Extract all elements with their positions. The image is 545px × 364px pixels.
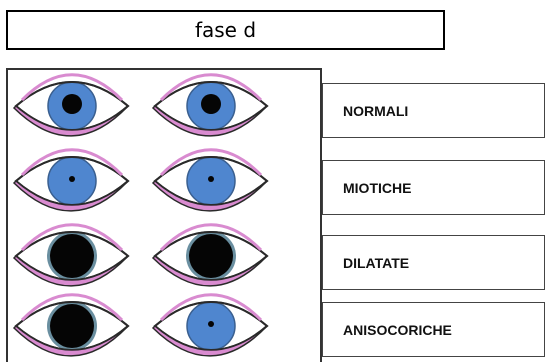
- eye-row3-left: [14, 295, 128, 356]
- eye-row3-left-iris-group: [47, 301, 97, 351]
- label-miotiche-text: MIOTICHE: [343, 180, 411, 196]
- eye-row1-right: [153, 150, 267, 211]
- title-box: fase d: [6, 10, 445, 50]
- eye-row2-left: [14, 225, 128, 286]
- label-anisocoriche: ANISOCORICHE: [322, 302, 545, 357]
- label-anisocoriche-text: ANISOCORICHE: [343, 322, 452, 338]
- eye-row0-left: [14, 75, 128, 136]
- eye-panel: [6, 68, 322, 362]
- eye-row3-right-iris-group: [187, 302, 235, 350]
- label-normali-text: NORMALI: [343, 103, 408, 119]
- eye-row0-right-iris-group: [187, 82, 235, 130]
- eye-row2-right-iris-group: [186, 231, 236, 281]
- eye-row3-right-pupil: [208, 321, 214, 327]
- eyes-illustration: [8, 70, 324, 364]
- eye-row2-left-pupil: [50, 234, 94, 278]
- label-dilatate: DILATATE: [322, 235, 545, 290]
- eye-row0-right: [153, 75, 267, 136]
- eye-row2-right-pupil: [189, 234, 233, 278]
- label-normali: NORMALI: [322, 83, 545, 138]
- eye-row1-left-iris-group: [48, 157, 96, 205]
- label-miotiche: MIOTICHE: [322, 160, 545, 215]
- eye-row0-right-pupil: [201, 94, 221, 114]
- eye-row1-left: [14, 150, 128, 211]
- eye-row2-left-iris-group: [47, 231, 97, 281]
- eye-row1-right-pupil: [208, 176, 214, 182]
- eye-row3-left-pupil: [50, 304, 94, 348]
- eye-row1-right-iris-group: [187, 157, 235, 205]
- label-dilatate-text: DILATATE: [343, 255, 409, 271]
- eye-row0-left-iris-group: [48, 82, 96, 130]
- eye-row2-right: [153, 225, 267, 286]
- eye-row0-left-pupil: [62, 94, 82, 114]
- title-text: fase d: [195, 18, 256, 42]
- eye-row1-left-pupil: [69, 176, 75, 182]
- eye-row3-right: [153, 295, 267, 356]
